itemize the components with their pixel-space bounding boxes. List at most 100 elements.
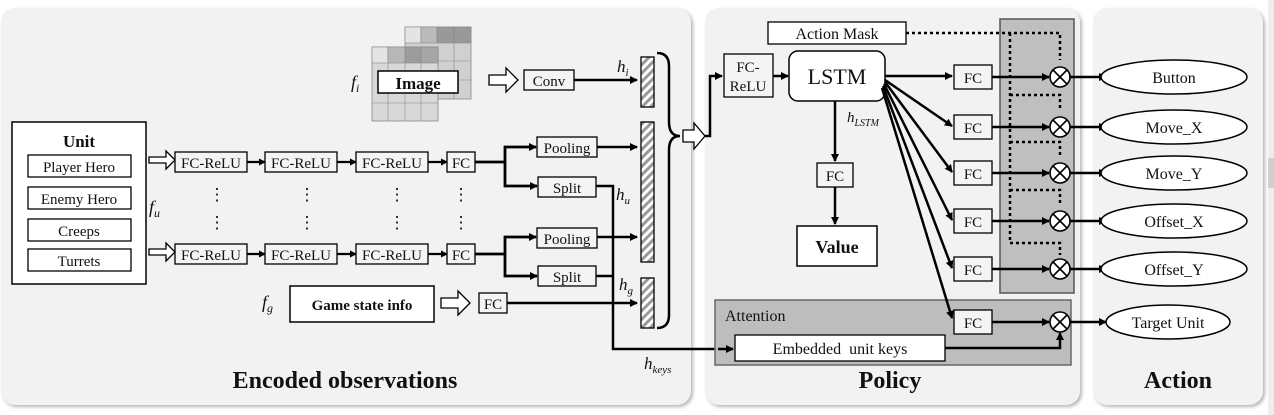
- unit-item-player-hero: Player Hero: [27, 154, 132, 178]
- panel-title-action: Action: [1144, 368, 1212, 394]
- head-fc-label: FC: [964, 71, 982, 87]
- svg-text:FC: FC: [484, 297, 502, 313]
- policy-head-row: FC: [953, 208, 1107, 234]
- head-fc-box: [953, 309, 993, 335]
- head-fc-label: FC: [964, 316, 982, 332]
- svg-text:⋮: ⋮: [389, 185, 406, 204]
- svg-text:FC-ReLU: FC-ReLU: [362, 156, 422, 172]
- policy-head-row: FC: [953, 309, 1107, 335]
- action-output-offset-x: Offset_X: [1100, 203, 1248, 239]
- unit-chain-bottom: FC-ReLU FC-ReLU FC-ReLU FC Pooling Split: [174, 227, 638, 287]
- embedded-to-multiply-arrow: [945, 332, 1064, 350]
- policy-head-row: FC: [953, 64, 1107, 90]
- panel-title-policy: Policy: [859, 368, 922, 394]
- hollow-arrow-icon: [682, 121, 706, 151]
- svg-text:FC: FC: [452, 248, 470, 264]
- svg-text:Split: Split: [553, 181, 582, 197]
- action-mask-label: Action Mask: [795, 26, 878, 43]
- hg-label: hg: [619, 275, 634, 297]
- hollow-arrow-icon: [488, 66, 519, 94]
- svg-text:Player Hero: Player Hero: [43, 160, 115, 176]
- svg-text:FC-ReLU: FC-ReLU: [181, 156, 241, 172]
- multiply-icon: [1049, 258, 1071, 280]
- mask-dotted-lines: [906, 31, 1062, 255]
- action-label: Offset_X: [1144, 214, 1204, 231]
- svg-text:FC-ReLU: FC-ReLU: [362, 248, 422, 264]
- image-label: Image: [395, 74, 441, 93]
- unit-feature-label: fu: [149, 197, 160, 220]
- attention-label: Attention: [725, 308, 785, 325]
- value-label: Value: [815, 237, 858, 257]
- svg-text:⋮: ⋮: [453, 213, 470, 232]
- hu-label: hu: [616, 185, 631, 207]
- hi-vector: [640, 56, 655, 108]
- action-label: Move_Y: [1146, 166, 1203, 183]
- svg-text:⋮: ⋮: [209, 213, 226, 232]
- action-output-move-x: Move_X: [1100, 109, 1248, 145]
- action-output-button: Button: [1100, 59, 1248, 95]
- action-label: Button: [1152, 70, 1196, 87]
- hollow-arrow-icon: [440, 289, 471, 317]
- svg-text:Creeps: Creeps: [58, 224, 100, 240]
- unit-item-enemy-hero: Enemy Hero: [27, 186, 132, 210]
- svg-text:FC-: FC-: [736, 60, 759, 76]
- multiply-icon: [1049, 66, 1071, 88]
- image-feature-label: fi: [351, 72, 359, 95]
- hi-label: hi: [617, 57, 629, 79]
- action-label: Target Unit: [1132, 315, 1205, 332]
- svg-text:⋮: ⋮: [453, 185, 470, 204]
- policy-head-row: FC: [953, 256, 1107, 282]
- head-fc-box: [953, 208, 993, 234]
- policy-head-row: FC: [953, 160, 1107, 186]
- multiply-icon: [1049, 116, 1071, 138]
- unit-item-turrets: Turrets: [27, 248, 132, 272]
- action-output-move-y: Move_Y: [1100, 155, 1248, 191]
- hu-vector: [640, 121, 655, 263]
- hollow-arrow-icon: [148, 241, 176, 263]
- action-output-target-unit: Target Unit: [1105, 304, 1231, 340]
- policy-fc-relu-box: [723, 53, 774, 98]
- svg-text:⋮: ⋮: [299, 185, 316, 204]
- embedded-keys-label: Embedded unit keys: [773, 341, 908, 358]
- value-fc-box: [816, 162, 854, 188]
- svg-text:Pooling: Pooling: [544, 141, 591, 157]
- unit-item-creeps: Creeps: [27, 218, 132, 242]
- action-mask-region: [999, 18, 1075, 294]
- game-state-label: Game state info: [312, 298, 413, 314]
- svg-text:⋮: ⋮: [209, 185, 226, 204]
- svg-text:Enemy Hero: Enemy Hero: [41, 192, 117, 208]
- action-output-offset-y: Offset_Y: [1100, 251, 1248, 287]
- game-state-box: [289, 285, 435, 323]
- svg-text:FC-ReLU: FC-ReLU: [271, 248, 331, 264]
- head-fc-label: FC: [964, 167, 982, 183]
- hollow-arrow-icon: [148, 149, 176, 171]
- conv-label: Conv: [533, 74, 566, 90]
- panel-encoded-observations: [1, 8, 691, 405]
- hlstm-label: hLSTM: [847, 110, 880, 129]
- unit-chain-top: FC-ReLU FC-ReLU FC-ReLU FC Pooling Split: [174, 136, 638, 198]
- head-fc-label: FC: [964, 215, 982, 231]
- head-fc-label: FC: [964, 121, 982, 137]
- value-box: [796, 225, 878, 267]
- head-fc-box: [953, 64, 993, 90]
- hg-vector: [640, 277, 655, 329]
- svg-text:⋮: ⋮: [389, 213, 406, 232]
- lstm-label: LSTM: [808, 64, 867, 89]
- ellipsis-dots: ⋮ ⋮ ⋮ ⋮ ⋮ ⋮ ⋮ ⋮: [209, 185, 470, 232]
- multiply-icon: [1049, 311, 1071, 333]
- unit-title: Unit: [63, 132, 95, 151]
- hkeys-label: hkeys: [644, 354, 671, 376]
- svg-text:FC: FC: [826, 169, 844, 185]
- svg-text:FC-ReLU: FC-ReLU: [271, 156, 331, 172]
- policy-head-row: FC: [953, 114, 1107, 140]
- concat-brace: [656, 51, 681, 330]
- action-label: Offset_Y: [1144, 262, 1204, 279]
- game-feature-label: fg: [262, 292, 273, 315]
- image-box: [377, 70, 459, 94]
- svg-text:Split: Split: [553, 270, 582, 286]
- right-edge-strip: [1268, 0, 1274, 415]
- action-label: Move_X: [1146, 120, 1203, 137]
- multiply-icon: [1049, 162, 1071, 184]
- svg-text:⋮: ⋮: [299, 213, 316, 232]
